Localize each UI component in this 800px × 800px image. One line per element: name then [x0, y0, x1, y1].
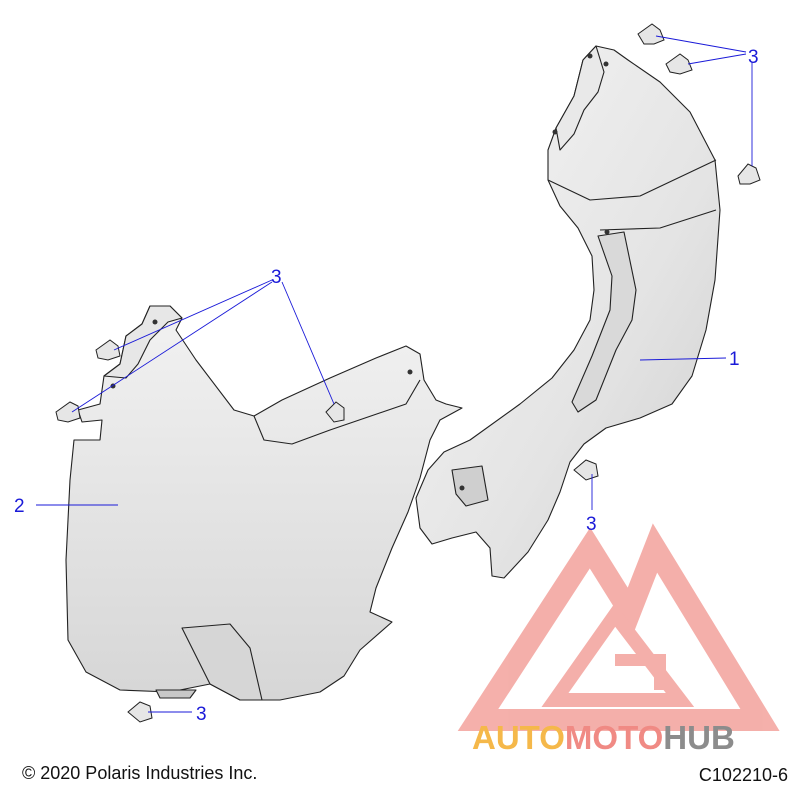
callout-fastener-mid: 3	[586, 514, 597, 535]
copyright-text: © 2020 Polaris Industries Inc.	[22, 763, 258, 783]
callout-fastener-bottom: 3	[196, 704, 207, 725]
watermark-wordmark: AUTOMOTOHUB	[472, 719, 735, 756]
fastener-left-2	[55, 401, 81, 423]
callout-fastener-left: 3	[271, 267, 282, 288]
callout-part-1: 1	[729, 349, 740, 370]
part-1-right-shield	[415, 45, 721, 579]
callout-fastener-top: 3	[748, 47, 759, 68]
figure-code: C102210-6	[698, 765, 788, 785]
fastener-left-1	[95, 339, 121, 361]
fastener-top-2	[665, 53, 693, 75]
automotohub-logo	[457, 523, 780, 731]
watermark-moto: MOTO	[565, 719, 663, 756]
watermark-auto: AUTO	[472, 719, 565, 756]
fastener-top-1	[637, 23, 665, 45]
part-2-left-shield	[65, 305, 463, 701]
leader-lines	[36, 35, 753, 713]
callout-part-2: 2	[14, 496, 25, 517]
fastener-right	[573, 459, 599, 481]
watermark-hub: HUB	[663, 719, 735, 756]
fastener-top-3	[737, 163, 761, 185]
